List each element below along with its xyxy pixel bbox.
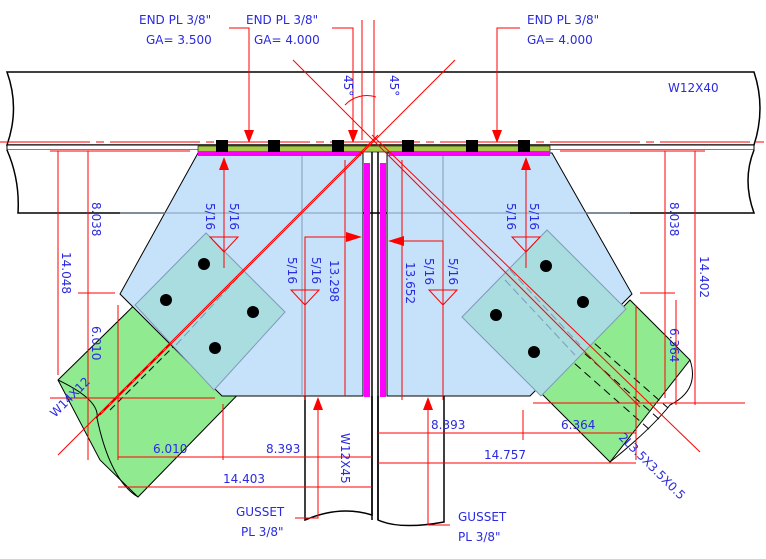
- gusset-left-line2: PL 3/8": [241, 525, 284, 539]
- dim-left-gusset-height: 13.298: [327, 260, 341, 302]
- bolt: [247, 306, 259, 318]
- bolt: [577, 296, 589, 308]
- angle-left: 45°: [341, 75, 355, 96]
- end-plate-right-horizontal: [389, 151, 550, 156]
- labels: END PL 3/8" GA= 3.500 END PL 3/8" GA= 4.…: [47, 13, 718, 544]
- column-label: W12X45: [338, 433, 352, 484]
- dim-right-vert-8: 8.038: [667, 202, 681, 236]
- dim-right-horiz-14: 14.757: [484, 448, 526, 462]
- dim-left-brace-6: 6.010: [89, 326, 103, 360]
- weld-mid-left-a: 5/16: [285, 257, 299, 284]
- bolts: [160, 258, 589, 358]
- right-brace-label: 2L3.5X3.5X0.5: [616, 430, 688, 502]
- weld-mid-right-b: 5/16: [446, 258, 460, 285]
- dim-right-horiz-6: 6.364: [561, 418, 595, 432]
- weld-top-left-a: 5/16: [203, 203, 217, 230]
- bolt: [490, 309, 502, 321]
- dim-right-gusset-height: 13.652: [403, 262, 417, 304]
- dim-right-vert-14: 14.402: [697, 256, 711, 298]
- end-pl-mid-line1: END PL 3/8": [246, 13, 318, 27]
- gusset-right-line1: GUSSET: [458, 510, 507, 524]
- end-pl-right-line1: END PL 3/8": [527, 13, 599, 27]
- end-pl-mid-line2: GA= 4.000: [254, 33, 320, 47]
- right-brace: [539, 299, 693, 463]
- gusset-right-line2: PL 3/8": [458, 530, 501, 544]
- dimension-lines: [50, 20, 745, 526]
- dim-left-vert-8: 8.038: [89, 202, 103, 236]
- dim-left-vert-14: 14.048: [59, 252, 73, 294]
- bolt: [540, 260, 552, 272]
- bolt: [209, 342, 221, 354]
- end-plate-left-vertical: [364, 163, 370, 397]
- dim-left-horiz-14: 14.403: [223, 472, 265, 486]
- bolt: [528, 346, 540, 358]
- weld-top-right-b: 5/16: [527, 203, 541, 230]
- top-plate: [197, 145, 551, 153]
- beam-label: W12X40: [668, 81, 719, 95]
- end-plate-left-horizontal: [198, 151, 361, 156]
- bolt: [198, 258, 210, 270]
- angle-right: 45°: [387, 75, 401, 96]
- weld-symbols: [208, 236, 542, 306]
- end-pl-left-line1: END PL 3/8": [139, 13, 211, 27]
- weld-top-left-b: 5/16: [227, 203, 241, 230]
- weld-top-right-a: 5/16: [504, 203, 518, 230]
- end-plate-right-vertical: [380, 163, 386, 397]
- weld-mid-right-a: 5/16: [422, 258, 436, 285]
- dimension-arrows: [219, 130, 531, 410]
- dim-right-brace-6: 6.364: [667, 328, 681, 362]
- end-pl-left-line2: GA= 3.500: [146, 33, 212, 47]
- dim-left-horiz-8: 8.393: [266, 442, 300, 456]
- weld-mid-left-b: 5/16: [309, 257, 323, 284]
- gusset-left-line1: GUSSET: [236, 505, 285, 519]
- left-brace-plate: [134, 232, 286, 391]
- end-pl-right-line2: GA= 4.000: [527, 33, 593, 47]
- dim-right-horiz-8: 8.393: [431, 418, 465, 432]
- bolt: [160, 294, 172, 306]
- top-bolts: [216, 140, 530, 152]
- right-brace-plate: [461, 229, 627, 397]
- dim-left-horiz-6: 6.010: [153, 442, 187, 456]
